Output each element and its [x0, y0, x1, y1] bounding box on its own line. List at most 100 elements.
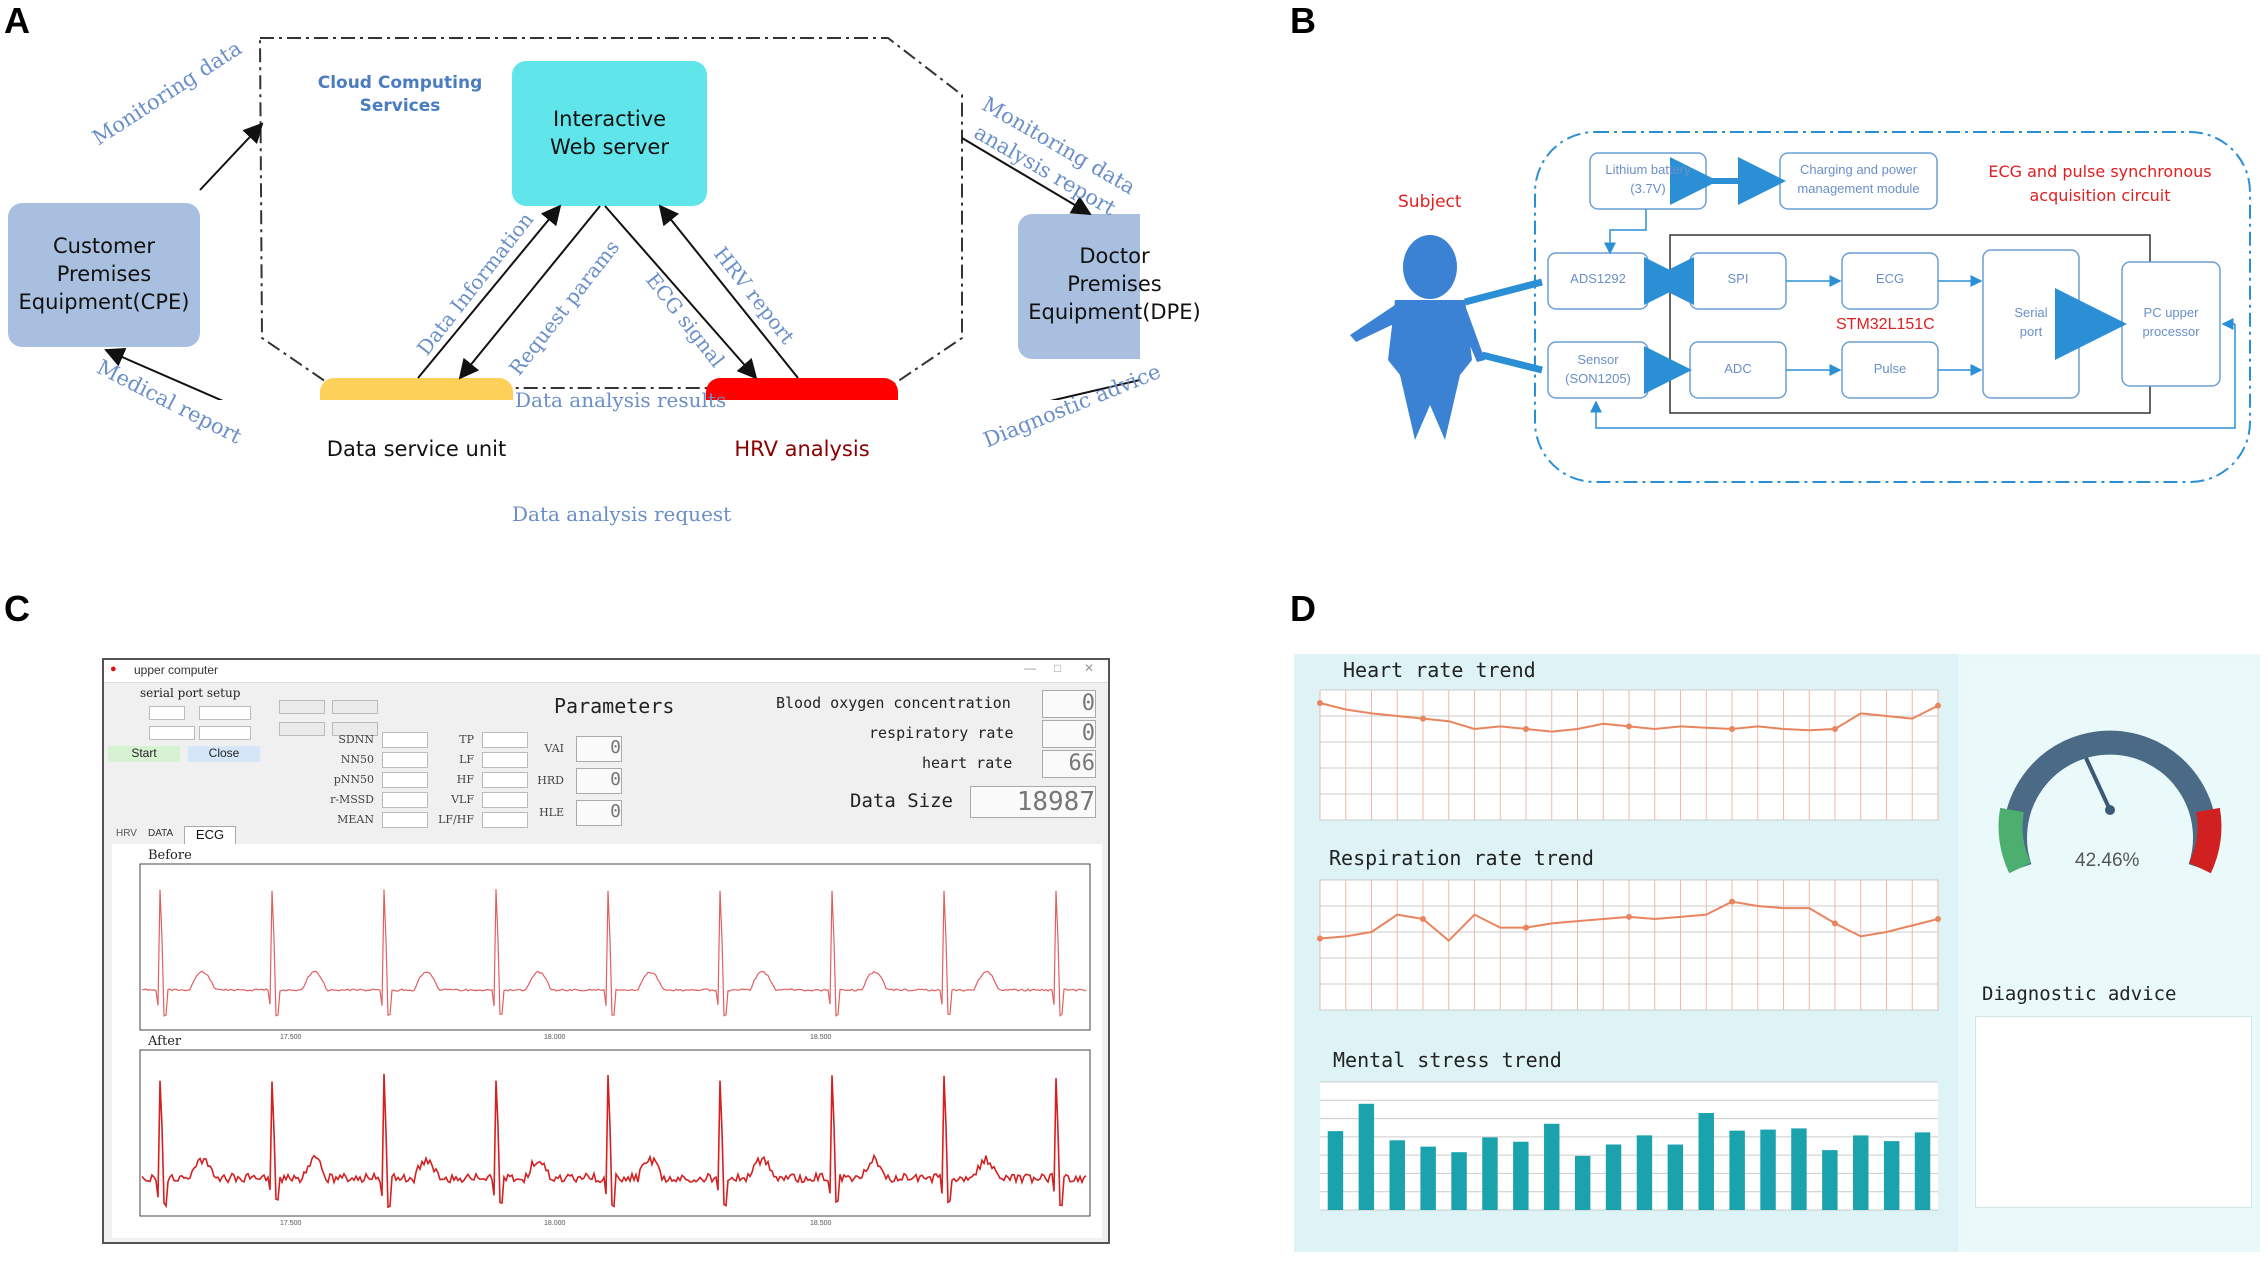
- param-vai-label: VAI: [524, 742, 564, 755]
- ecg-plots: [112, 860, 1102, 1236]
- param-nn50-field[interactable]: [382, 752, 428, 768]
- plot-area: [1320, 1082, 1938, 1210]
- param-nn50-label: NN50: [304, 753, 374, 766]
- series-point: [1626, 723, 1632, 729]
- acquisition-title: ECG and pulse synchronous acquisition ci…: [1975, 160, 2225, 208]
- series-point: [1935, 916, 1941, 922]
- x-field[interactable]: [332, 700, 378, 714]
- minimize-icon[interactable]: —: [1024, 661, 1036, 675]
- cpe-label-line3: Equipment(CPE): [8, 288, 200, 316]
- cloud-label-line1: Cloud Computing: [300, 72, 500, 95]
- stress-bar: [1359, 1104, 1374, 1210]
- panel-letter-c: C: [4, 588, 30, 630]
- param-pnn50-field[interactable]: [382, 772, 428, 788]
- stress-bar: [1451, 1152, 1466, 1210]
- stress-bar: [1729, 1131, 1744, 1210]
- respiratory-value: 0: [1042, 720, 1096, 748]
- stress-bar: [1390, 1140, 1405, 1210]
- param-lf-field[interactable]: [482, 752, 528, 768]
- tab-bar: HRV DATA ECG: [112, 826, 1102, 845]
- respiration-title: Respiration rate trend: [1329, 846, 1594, 870]
- app-icon: ●: [110, 663, 117, 675]
- cpe-label: Customer Premises Equipment(CPE): [8, 232, 200, 316]
- series-point: [1935, 703, 1941, 709]
- maximize-icon[interactable]: □: [1054, 661, 1061, 675]
- hrv-label: HRV analysis: [706, 437, 898, 461]
- dpe-label-line3: Equipment(DPE): [1018, 298, 1211, 326]
- diagnostic-advice-box[interactable]: [1975, 1016, 2252, 1208]
- param-hrd-value: 0: [576, 768, 622, 794]
- series-point: [1626, 914, 1632, 920]
- stress-bar: [1482, 1137, 1497, 1210]
- dpe-label: Doctor Premises Equipment(DPE): [1018, 242, 1211, 326]
- open-field[interactable]: [199, 706, 251, 720]
- blood-oxygen-label: Blood oxygen concentration: [776, 694, 1011, 712]
- serial-label-line1: Serial: [1983, 303, 2079, 322]
- cpe-label-line2: Premises: [8, 260, 200, 288]
- edge-data-analysis-request: Data analysis request: [512, 502, 731, 526]
- sensor-label-line1: Sensor: [1548, 350, 1648, 369]
- heart-rate-value: 66: [1042, 750, 1096, 778]
- param-vlf-label: VLF: [424, 793, 474, 806]
- gauge-needle: [2086, 758, 2110, 810]
- battery-label-line1: Lithium battery: [1590, 160, 1706, 179]
- sensor-label-line2: (SON1205): [1548, 369, 1648, 388]
- gauge-value: 42.46%: [2075, 850, 2139, 872]
- tab-hrv[interactable]: HRV: [116, 828, 137, 839]
- stress-bar: [1606, 1144, 1621, 1210]
- param-mean-label: MEAN: [304, 813, 374, 826]
- param-hle-label: HLE: [524, 806, 564, 819]
- start-button[interactable]: Start: [108, 746, 180, 762]
- heart-rate-label: heart rate: [922, 754, 1012, 772]
- series-point: [1832, 920, 1838, 926]
- web-label-line2: Web server: [512, 133, 707, 161]
- param-vlf-field[interactable]: [482, 792, 528, 808]
- param-hf-field[interactable]: [482, 772, 528, 788]
- hrv-node: [706, 378, 898, 400]
- pc-label: PC upper processor: [2122, 303, 2220, 341]
- extra-field[interactable]: [199, 726, 251, 740]
- subject-figure: [1350, 235, 1485, 440]
- series-point: [1317, 700, 1323, 706]
- stress-chart: [1300, 1074, 1950, 1234]
- series-point: [1523, 925, 1529, 931]
- close-window-icon[interactable]: ✕: [1084, 661, 1094, 675]
- ads-label: ADS1292: [1548, 271, 1648, 286]
- serial-label-line2: port: [1983, 322, 2079, 341]
- param-tp-label: TP: [424, 733, 474, 746]
- series-point: [1523, 726, 1529, 732]
- stress-gauge: [1990, 700, 2230, 910]
- ecg-x-tick-6: 18.500: [810, 1220, 831, 1227]
- dsu-node: [320, 378, 513, 400]
- heart-rate-chart: [1300, 678, 1950, 848]
- tab-data[interactable]: DATA: [148, 828, 173, 839]
- tab-ecg[interactable]: ECG: [184, 826, 236, 845]
- param-tp-field[interactable]: [482, 732, 528, 748]
- param-sdnn-field[interactable]: [382, 732, 428, 748]
- charging-label-line2: management module: [1780, 179, 1937, 198]
- charging-label: Charging and power management module: [1780, 160, 1937, 198]
- data-size-value: 18987: [970, 786, 1096, 818]
- upper-computer-window: ● upper computer — □ ✕ serial port setup…: [102, 658, 1110, 1244]
- panel-letter-d: D: [1290, 588, 1316, 630]
- mcu-label: STM32L151C: [1836, 316, 1935, 334]
- stress-bar: [1791, 1128, 1806, 1210]
- param-sdnn-label: SDNN: [304, 733, 374, 746]
- com-select[interactable]: [149, 706, 185, 720]
- ecg-x-tick-3: 18.500: [810, 1034, 831, 1041]
- stress-bar: [1699, 1113, 1714, 1210]
- series-point: [1317, 936, 1323, 942]
- stress-bar: [1822, 1150, 1837, 1210]
- cloud-label-line2: Services: [300, 95, 500, 118]
- diagnostic-advice-title: Diagnostic advice: [1982, 983, 2176, 1005]
- param-rmssd-field[interactable]: [382, 792, 428, 808]
- baud-select[interactable]: [149, 726, 195, 740]
- series-point: [1832, 726, 1838, 732]
- series-point: [1420, 716, 1426, 722]
- stress-bar: [1420, 1147, 1435, 1210]
- subject-label: Subject: [1398, 192, 1462, 212]
- series-point: [1729, 726, 1735, 732]
- param-hf-label: HF: [424, 773, 474, 786]
- y-field[interactable]: [279, 700, 325, 714]
- close-button[interactable]: Close: [188, 746, 260, 762]
